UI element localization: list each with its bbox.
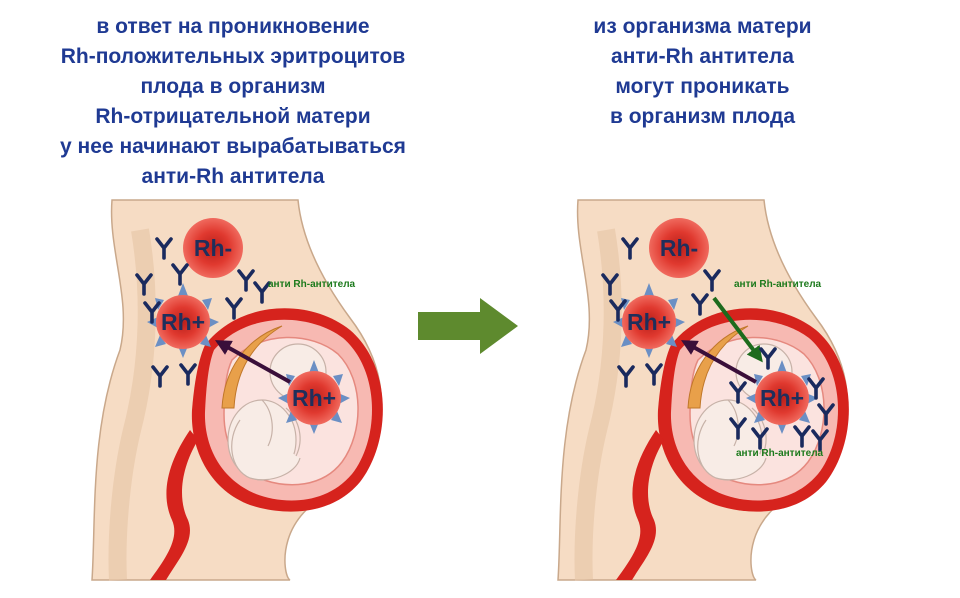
right-migration-arrow-fetal-cells [681, 340, 757, 384]
caption-left-line: анти-Rh антитела [141, 165, 325, 188]
right-antibody-label-top: анти Rh-антитела [734, 279, 822, 290]
caption-left-line: в ответ на проникновение [96, 15, 370, 38]
left-migration-arrow [215, 340, 291, 384]
caption-right: из организма матери анти-Rh антитела мог… [470, 12, 935, 132]
caption-left: в ответ на проникновение Rh-положительны… [0, 12, 466, 192]
left-mother-rh-negative-cell: Rh- [183, 218, 243, 278]
caption-left-line: Rh-отрицательной матери [95, 105, 371, 128]
caption-right-line: анти-Rh антитела [611, 45, 794, 68]
right-arrow-icon [418, 298, 518, 354]
right-migration-arrow-antibodies [712, 296, 763, 363]
right-fetal-cell-in-mother-label: Rh+ [627, 309, 671, 335]
caption-left-line: плода в организм [140, 75, 326, 98]
left-fetal-cell-label: Rh+ [292, 385, 336, 411]
caption-left-line: у нее начинают вырабатываться [60, 135, 406, 158]
right-fetal-cell-in-mother: Rh+ [613, 283, 685, 358]
caption-right-line: в организм плода [609, 105, 795, 128]
left-mother-cell-label: Rh- [194, 235, 232, 261]
left-fetal-cell-in-mother-label: Rh+ [161, 309, 205, 335]
right-antibody-label-bottom: анти Rh-антитела [736, 448, 824, 459]
right-fetal-cell-label: Rh+ [760, 385, 804, 411]
right-mother-rh-negative-cell: Rh- [649, 218, 709, 278]
right-mother-cell-label: Rh- [660, 235, 698, 261]
left-antibody-label: анти Rh-антитела [268, 279, 356, 290]
left-fetal-cell: Rh+ [278, 360, 350, 434]
right-fetal-cell: Rh+ [746, 360, 818, 434]
caption-right-line: могут проникать [615, 75, 790, 98]
caption-right-line: из организма матери [593, 15, 812, 38]
caption-left-line: Rh-положительных эритроцитов [60, 45, 406, 68]
